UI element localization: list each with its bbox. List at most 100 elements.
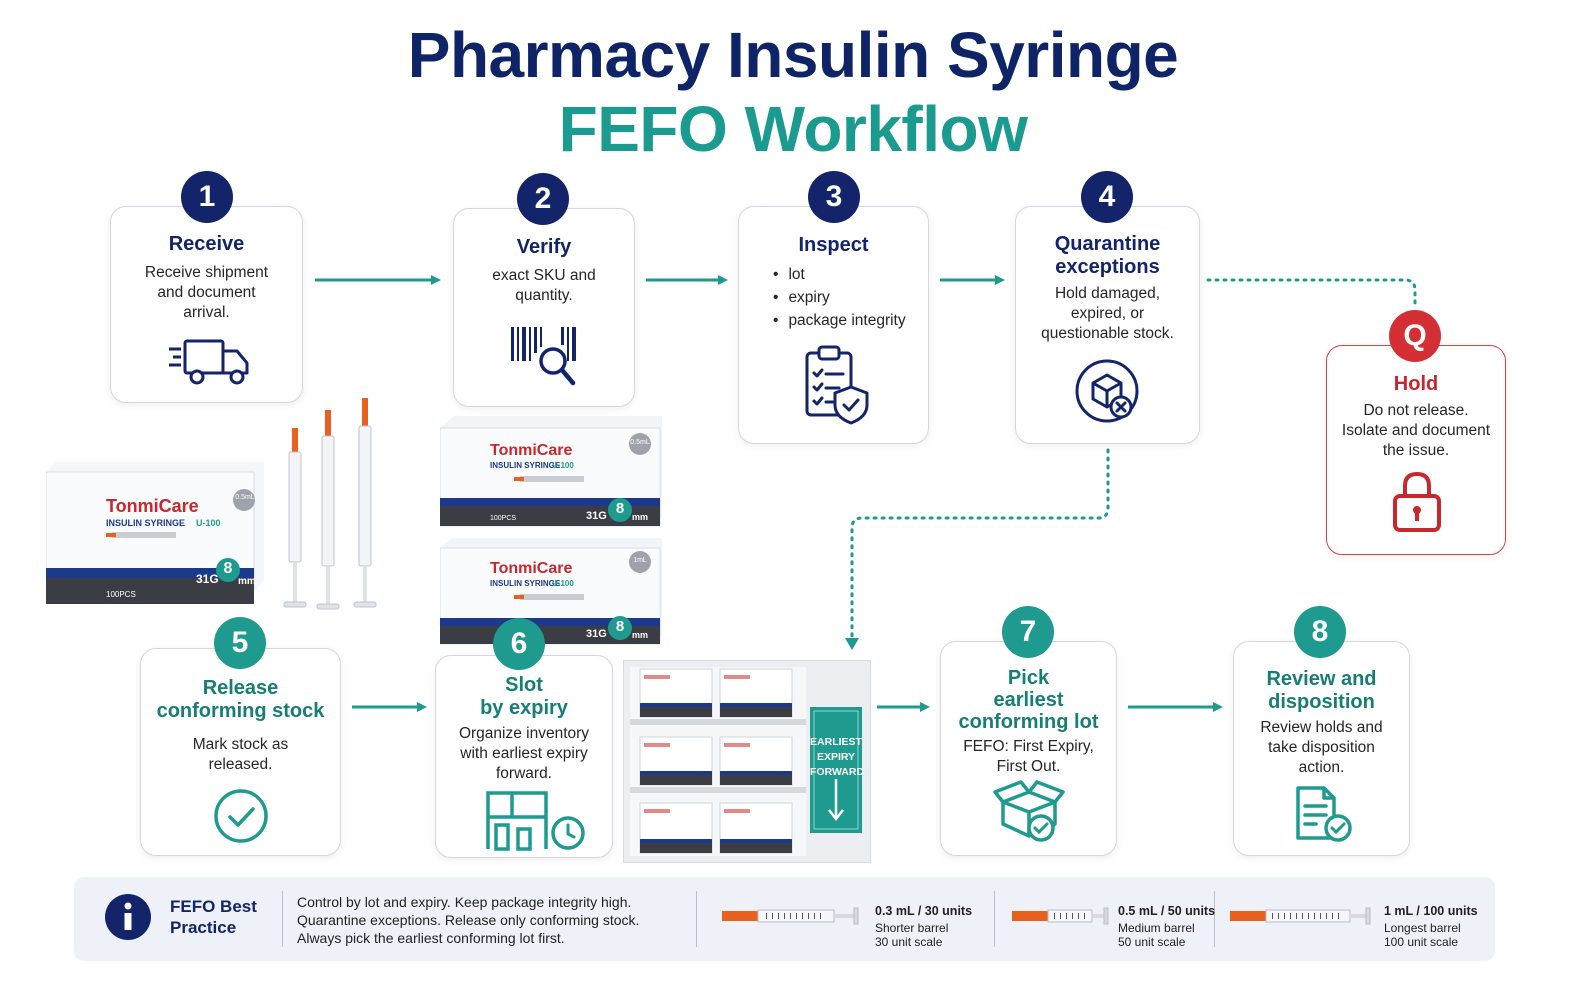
syringe-sub: 50 unit scale: [1118, 935, 1186, 949]
syringe-label: 0.5 mL / 50 units: [1118, 904, 1216, 918]
product-box-left: TonmiCare INSULIN SYRINGE U-100 0.5mL 31…: [46, 460, 266, 610]
step-8-title: disposition: [1268, 691, 1375, 713]
box-gauge: 31G: [196, 572, 219, 586]
dotted-to-hold: [1206, 278, 1417, 306]
box-brand: TonmiCare: [490, 560, 573, 577]
barcode-scan-icon: [511, 327, 576, 386]
check-circle-icon: [214, 789, 268, 843]
box-brand: TonmiCare: [490, 442, 573, 459]
page-subtitle: FEFO Workflow: [558, 93, 1028, 165]
shelf-clock-icon: [486, 791, 585, 851]
step-4-desc: questionable stock.: [1041, 325, 1174, 342]
box-gauge: 31G: [586, 510, 607, 522]
footer-title: Practice: [170, 918, 237, 937]
step-3-title: Inspect: [798, 234, 869, 256]
step-5-title: conforming stock: [156, 700, 325, 722]
box-needle: 8: [615, 500, 625, 517]
step-1-card: Receive Receive shipment and document ar…: [110, 206, 303, 403]
page-title: Pharmacy Insulin Syringe: [407, 19, 1179, 91]
step-7-desc: First Out.: [996, 758, 1061, 775]
box-strength: U-100: [196, 518, 221, 528]
step-4-desc: expired, or: [1070, 305, 1145, 322]
product-box-top: TonmiCare INSULIN SYRINGE U-100 0.5mL 31…: [440, 414, 662, 532]
step-2-card: Verify exact SKU and quantity.: [453, 208, 635, 407]
step-7-title: Pick: [1007, 667, 1050, 689]
box-unit: mm: [632, 630, 649, 640]
dotted-to-shelf: [850, 448, 1110, 642]
step-1-title: Receive: [168, 233, 245, 255]
syringe-1ml-icon: [1230, 907, 1371, 925]
box-volume: 0.5mL: [235, 494, 255, 501]
step-4-card: Quarantine exceptions Hold damaged, expi…: [1015, 206, 1200, 444]
step-6-badge: 6: [493, 618, 545, 670]
box-line: INSULIN SYRINGE: [490, 461, 561, 470]
footer-panel: FEFO Best Practice Control by lot and ex…: [74, 877, 1495, 961]
shelf-sign: EARLIEST: [810, 736, 862, 748]
hold-desc: Do not release.: [1363, 402, 1469, 419]
syringe-sub: Longest barrel: [1384, 921, 1461, 935]
box-line: INSULIN SYRINGE: [490, 579, 561, 588]
truck-icon: [169, 339, 249, 385]
step-8-desc: take disposition: [1268, 739, 1375, 756]
box-count: 100PCS: [490, 515, 517, 522]
box-volume: 1mL: [633, 557, 647, 564]
syringe-label: 0.3 mL / 30 units: [875, 904, 973, 918]
box-count: 100PCS: [106, 590, 136, 599]
step-2-badge: 2: [517, 173, 569, 225]
hold-card: Hold Do not release. Isolate and documen…: [1326, 345, 1506, 555]
inspect-bullet-integrity: package integrity: [773, 309, 905, 332]
step-1-desc: Receive shipment: [144, 264, 269, 281]
box-needle: 8: [223, 560, 233, 577]
step-7-title: earliest: [993, 689, 1064, 711]
box-unit: mm: [238, 576, 256, 587]
step-6-desc: with earliest expiry: [460, 745, 588, 762]
step-1-desc: and document: [157, 284, 256, 301]
step-3-card: Inspect lot expiry package integrity: [738, 206, 929, 444]
hold-badge: Q: [1389, 310, 1441, 362]
inspect-bullet-expiry: expiry: [773, 286, 906, 309]
step-4-badge: 4: [1081, 171, 1133, 223]
product-box-bottom: TonmiCare INSULIN SYRINGE U-100 1mL 31G …: [440, 536, 662, 648]
box-strength: U-100: [552, 579, 574, 588]
step-8-badge: 8: [1294, 606, 1346, 658]
syringe-0.5ml-icon: [1012, 907, 1109, 925]
footer-text: Quarantine exceptions. Release only conf…: [297, 912, 640, 928]
step-8-card: Review and disposition Review holds and …: [1233, 641, 1410, 856]
step-6-card: Slot by expiry Organize inventory with e…: [435, 655, 613, 858]
step-6-desc: Organize inventory: [458, 725, 590, 742]
syringe-sub: 30 unit scale: [875, 935, 943, 949]
info-icon: [105, 894, 151, 940]
step-2-desc: exact SKU and: [492, 267, 596, 284]
step-7-badge: 7: [1002, 606, 1054, 658]
step-7-desc: FEFO: First Expiry,: [963, 738, 1094, 755]
step-5-desc: Mark stock as: [192, 736, 289, 753]
step-5-card: Release conforming stock Mark stock as r…: [140, 648, 341, 856]
step-6-title: Slot: [505, 674, 543, 696]
clipboard-shield-icon: [805, 345, 869, 425]
syringe-sub: Shorter barrel: [875, 921, 949, 935]
shelf-image: EARLIEST EXPIRY FORWARD: [623, 660, 871, 863]
box-volume: 0.5mL: [630, 439, 650, 446]
shelf-sign: FORWARD: [810, 766, 865, 778]
syringe-0.3ml-icon: [722, 907, 859, 925]
syringe-sub: Medium barrel: [1118, 921, 1195, 935]
step-8-desc: Review holds and: [1260, 719, 1383, 736]
footer-text: Always pick the earliest conforming lot …: [297, 930, 565, 946]
hold-desc: Isolate and document: [1341, 422, 1491, 439]
syringe-sub: 100 unit scale: [1384, 935, 1459, 949]
step-3-badge: 3: [808, 171, 860, 223]
box-needle: 8: [615, 618, 625, 635]
step-2-desc: quantity.: [515, 287, 573, 304]
box-strength: U-100: [552, 461, 574, 470]
step-5-badge: 5: [214, 617, 266, 669]
inspect-bullet-lot: lot: [773, 263, 906, 286]
hold-desc: the issue.: [1382, 442, 1450, 459]
hold-title: Hold: [1393, 373, 1439, 395]
step-8-title: Review and: [1266, 668, 1377, 690]
footer-text: Control by lot and expiry. Keep package …: [297, 894, 632, 910]
step-1-badge: 1: [181, 171, 233, 223]
syringe-label: 1 mL / 100 units: [1384, 904, 1478, 918]
step-8-desc: action.: [1298, 759, 1345, 776]
box-check-icon: [993, 780, 1065, 842]
